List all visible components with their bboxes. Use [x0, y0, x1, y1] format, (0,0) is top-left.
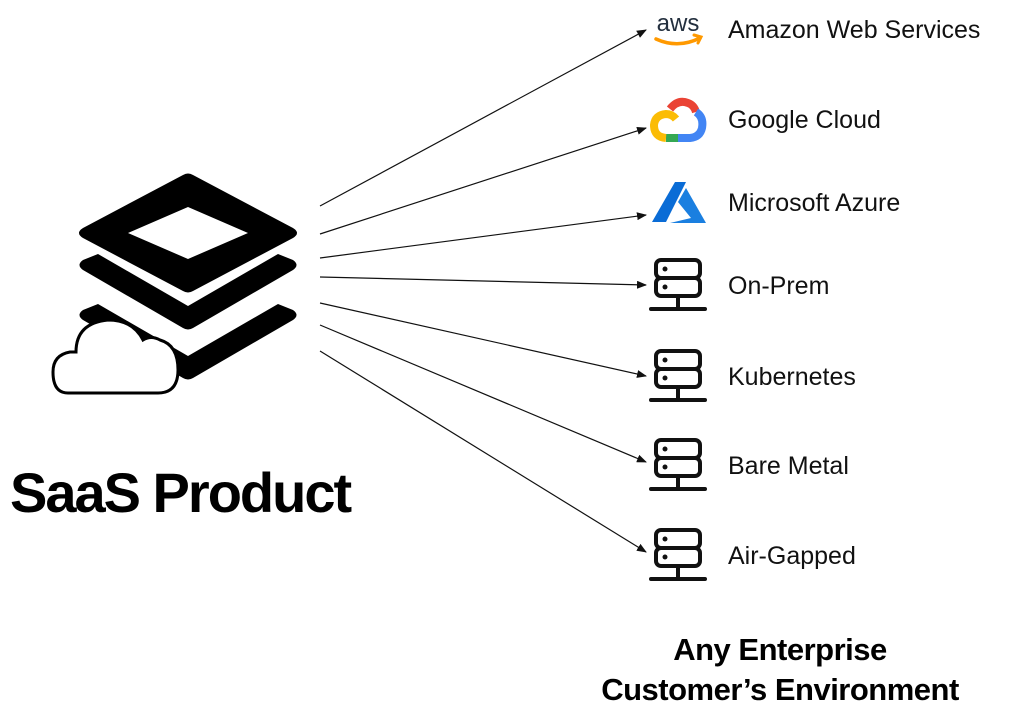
arrow-to-kubernetes — [319, 302, 647, 378]
target-label: On-Prem — [728, 271, 830, 300]
arrow-to-amazon-web-services — [319, 29, 647, 207]
target-label: Bare Metal — [728, 451, 849, 480]
target-kubernetes: Kubernetes — [648, 347, 856, 407]
target-azure: Microsoft Azure — [648, 173, 900, 233]
svg-text:aws: aws — [657, 10, 700, 37]
google-cloud-logo-icon — [648, 90, 708, 150]
arrow-to-google-cloud — [319, 126, 647, 235]
target-label: Kubernetes — [728, 362, 856, 391]
arrow-to-bare-metal — [319, 324, 647, 463]
azure-logo-icon — [648, 173, 708, 233]
arrow-to-on-prem — [319, 276, 647, 289]
layers-cloud-icon — [51, 173, 297, 395]
target-label: Air-Gapped — [728, 541, 856, 570]
caption-line-1: Any Enterprise — [673, 632, 887, 667]
target-label: Google Cloud — [728, 105, 881, 134]
arrow-to-air-gapped — [319, 350, 647, 553]
server-icon — [648, 347, 708, 407]
target-label: Amazon Web Services — [728, 15, 981, 44]
arrow-to-microsoft-azure — [319, 212, 647, 259]
server-icon — [648, 256, 708, 316]
target-on-prem: On-Prem — [648, 256, 829, 316]
target-aws: aws Amazon Web Services — [648, 0, 980, 60]
target-air-gapped: Air-Gapped — [648, 526, 856, 586]
target-bare-metal: Bare Metal — [648, 436, 849, 496]
server-icon — [648, 526, 708, 586]
target-label: Microsoft Azure — [728, 188, 901, 217]
aws-logo-icon: aws — [648, 0, 708, 60]
product-title: SaaS Product — [10, 461, 352, 524]
target-google-cloud: Google Cloud — [648, 90, 881, 150]
caption-line-2: Customer’s Environment — [601, 672, 959, 707]
environment-caption: Any Enterprise Customer’s Environment — [560, 630, 1000, 710]
server-icon — [648, 436, 708, 496]
